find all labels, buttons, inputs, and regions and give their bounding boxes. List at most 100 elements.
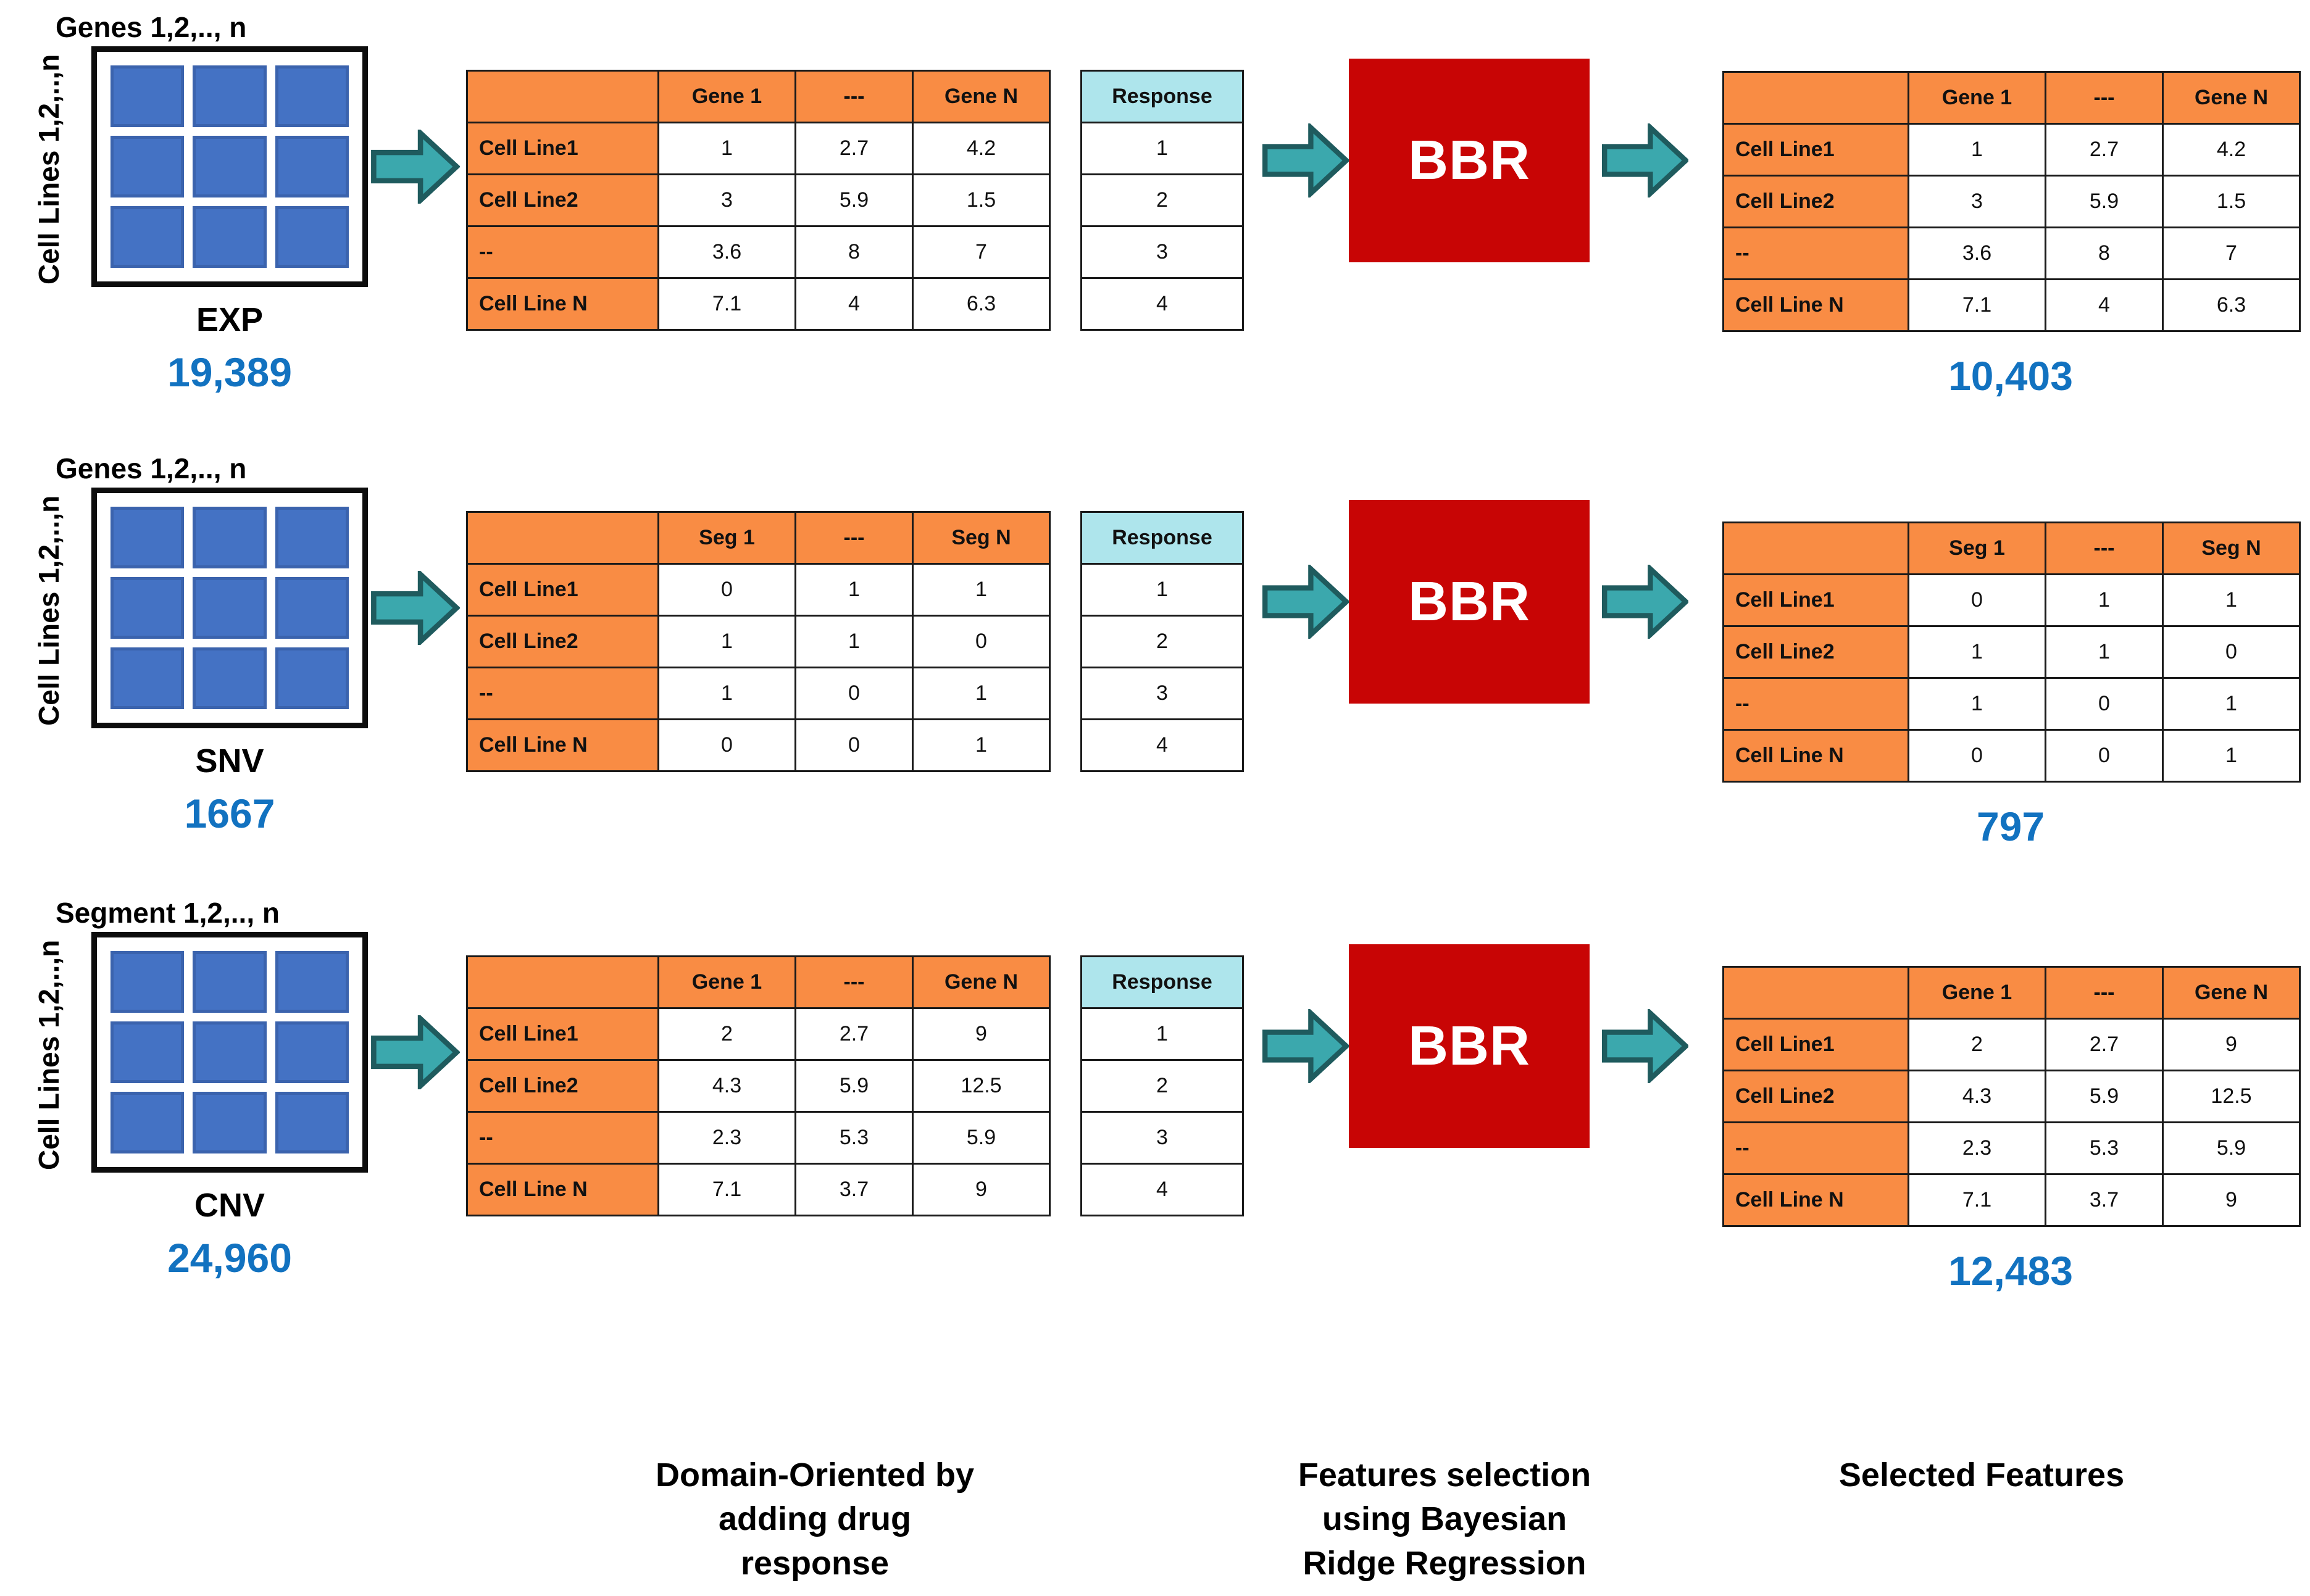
response-value-cell: 4 <box>1080 277 1244 331</box>
table-row: 4 <box>1080 277 1244 331</box>
row-label: Cell Line2 <box>1722 1070 1909 1123</box>
row-label: -- <box>466 225 659 279</box>
row-label: Cell Line1 <box>1722 123 1909 177</box>
row-label: Cell Line N <box>466 277 659 331</box>
data-cell: 5.9 <box>2045 175 2164 228</box>
matrix-top-label-cnv: Segment 1,2,.., n <box>56 897 280 929</box>
data-cell: 2.3 <box>657 1111 796 1165</box>
data-cell: 0 <box>1908 573 2046 627</box>
data-cell: 3.7 <box>2045 1173 2164 1227</box>
matrix-grid-cell <box>193 1021 267 1083</box>
data-cell: 2 <box>657 1007 796 1061</box>
data-cell: 12.5 <box>912 1059 1051 1113</box>
data-cell: 4 <box>794 277 914 331</box>
response-value-cell: 3 <box>1080 1111 1244 1165</box>
data-cell: 1 <box>2045 625 2164 679</box>
matrix-grid-cell <box>110 577 185 639</box>
table-header-row: Response <box>1080 955 1244 1009</box>
data-cell: 4.3 <box>657 1059 796 1113</box>
data-cell: 6.3 <box>2162 278 2301 332</box>
table-row: 2 <box>1080 173 1244 227</box>
response-value-cell: 4 <box>1080 1163 1244 1216</box>
flow-arrow-model-to-output-cnv <box>1602 1009 1688 1083</box>
data-cell: 1 <box>657 122 796 175</box>
data-cell: 0 <box>1908 729 2046 783</box>
data-cell: 7 <box>2162 227 2301 280</box>
matrix-feature-count-cnv: 24,960 <box>167 1235 292 1281</box>
response-column-header: Response <box>1080 955 1244 1009</box>
matrix-grid-cell <box>110 136 185 197</box>
matrix-grid-cell <box>193 136 267 197</box>
flow-arrow-matrix-to-table-exp <box>370 130 460 204</box>
row-label: Cell Line2 <box>1722 625 1909 679</box>
row-label: Cell Line2 <box>466 173 659 227</box>
data-cell: 1 <box>2162 573 2301 627</box>
table-header-row: Response <box>1080 511 1244 565</box>
caption-line: adding drug <box>719 1500 911 1538</box>
data-cell: 1 <box>2162 677 2301 731</box>
data-cell: 1 <box>1908 677 2046 731</box>
matrix-grid-cell <box>275 647 349 709</box>
column-header: Gene 1 <box>1908 966 2046 1020</box>
column-header: Gene N <box>2162 71 2301 125</box>
table-row: 3 <box>1080 667 1244 720</box>
row-label: -- <box>1722 1121 1909 1175</box>
matrix-grid-cell <box>275 1092 349 1153</box>
matrix-feature-count-exp: 19,389 <box>167 349 292 395</box>
flow-arrow-table-to-model-exp <box>1262 123 1349 197</box>
flow-arrow-model-to-output-snv <box>1602 565 1688 639</box>
data-cell: 3.7 <box>794 1163 914 1216</box>
table-row: 4 <box>1080 1163 1244 1216</box>
table-corner-cell <box>466 70 659 123</box>
row-label: Cell Line N <box>1722 278 1909 332</box>
data-cell: 1 <box>657 615 796 668</box>
flow-arrow-model-to-output-exp <box>1602 123 1688 197</box>
row-label: Cell Line N <box>1722 729 1909 783</box>
matrix-grid-cnv <box>91 932 368 1173</box>
flow-arrow-matrix-to-table-cnv <box>370 1015 460 1089</box>
table-header-row: Gene 1---Gene N <box>466 955 1051 1009</box>
data-cell: 4 <box>2045 278 2164 332</box>
data-cell: 3.6 <box>657 225 796 279</box>
matrix-grid-cell <box>110 206 185 268</box>
matrix-grid-cell <box>193 1092 267 1153</box>
row-label: Cell Line2 <box>466 1059 659 1113</box>
data-cell: 7.1 <box>1908 1173 2046 1227</box>
caption-line: using Bayesian <box>1322 1500 1567 1538</box>
data-cell: 0 <box>657 718 796 772</box>
data-cell: 6.3 <box>912 277 1051 331</box>
data-cell: 7.1 <box>1908 278 2046 332</box>
column-header: --- <box>2045 966 2164 1020</box>
flow-arrow-table-to-model-snv <box>1262 565 1349 639</box>
matrix-grid-cell <box>275 507 349 568</box>
table-corner-cell <box>1722 71 1909 125</box>
matrix-name-exp: EXP <box>196 301 264 338</box>
data-cell: 9 <box>2162 1173 2301 1227</box>
table-corner-cell <box>1722 966 1909 1020</box>
column-header: Seg N <box>912 511 1051 565</box>
column-header: --- <box>2045 522 2164 575</box>
data-cell: 7.1 <box>657 277 796 331</box>
data-cell: 4.2 <box>912 122 1051 175</box>
data-cell: 1 <box>912 667 1051 720</box>
column-header: --- <box>794 955 914 1009</box>
caption-line: Domain-Oriented by <box>655 1457 975 1494</box>
row-label: -- <box>1722 227 1909 280</box>
data-cell: 1 <box>657 667 796 720</box>
column-header: Seg 1 <box>1908 522 2046 575</box>
response-column-header: Response <box>1080 70 1244 123</box>
table-row: 1 <box>1080 1007 1244 1061</box>
response-value-cell: 2 <box>1080 173 1244 227</box>
table-corner-cell <box>466 955 659 1009</box>
table-row: 4 <box>1080 718 1244 772</box>
